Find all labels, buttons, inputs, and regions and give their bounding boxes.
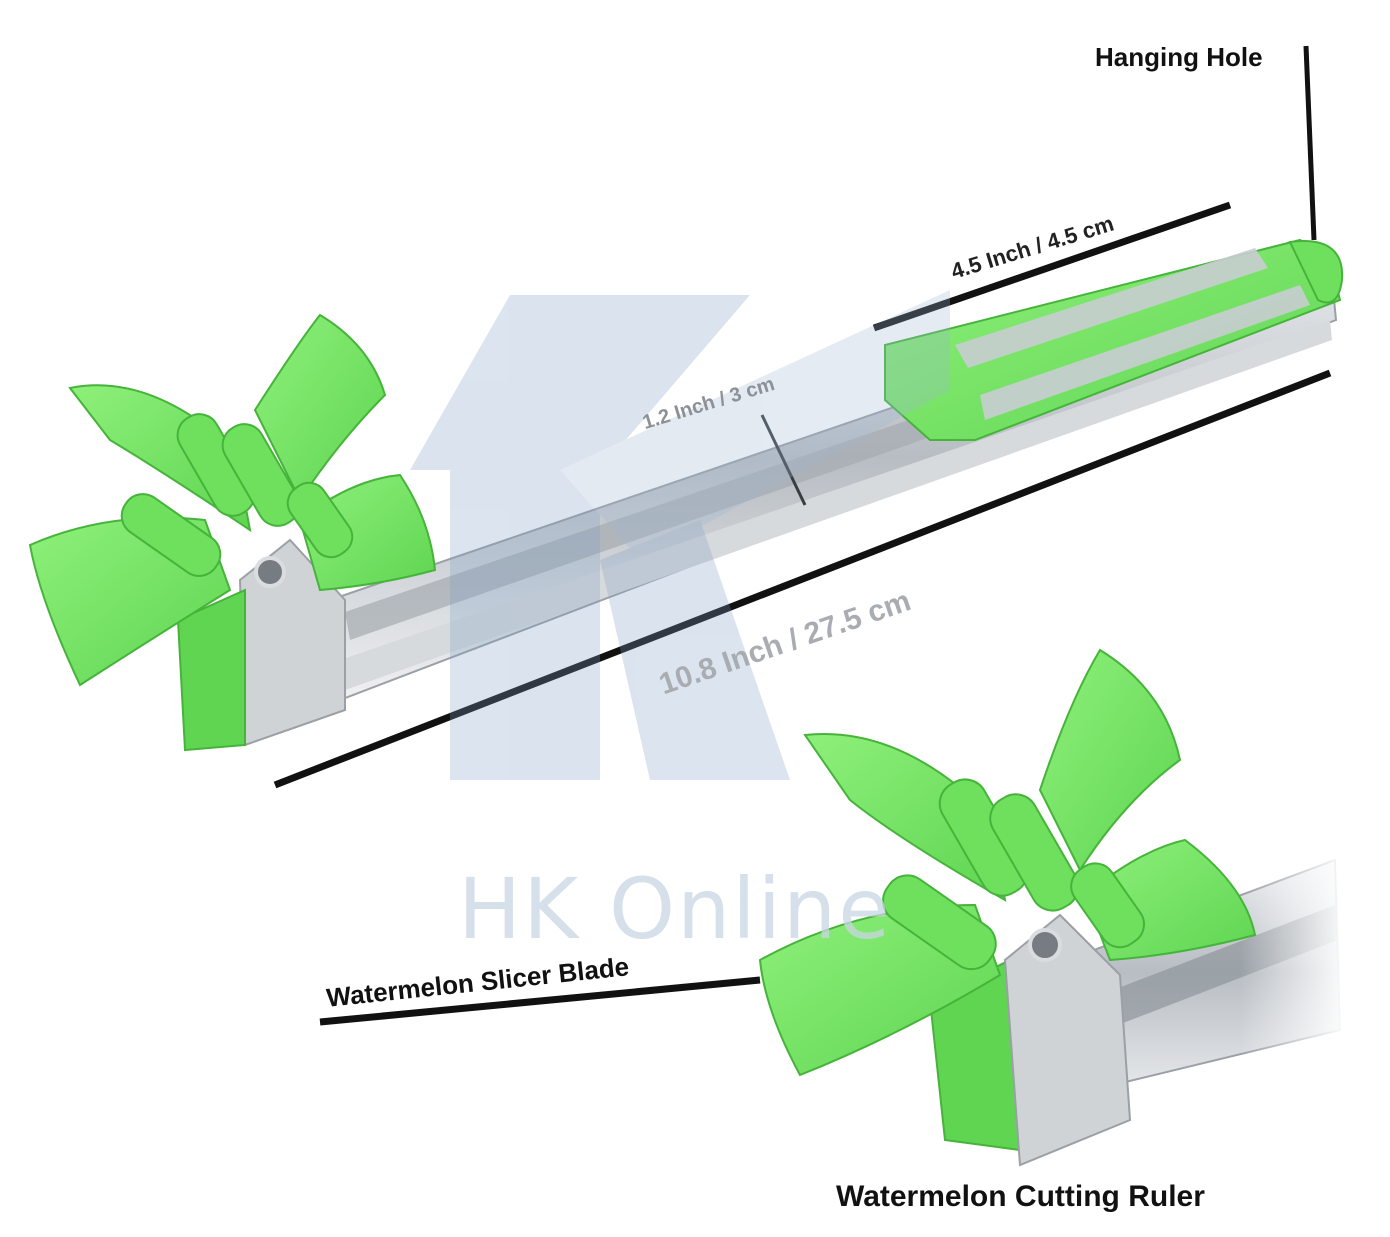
watermark-text: HK Online bbox=[458, 860, 892, 958]
lower-hinge-roll bbox=[882, 874, 997, 971]
hanging-hole-pointer bbox=[1303, 45, 1317, 241]
hinge-roll bbox=[286, 481, 354, 559]
steel-rail-bottom bbox=[340, 320, 1332, 690]
handle-steel-insert-bottom bbox=[980, 285, 1310, 420]
lower-slicer-blades bbox=[758, 648, 1257, 1077]
lower-hinge-roll bbox=[989, 793, 1080, 912]
rivet-icon bbox=[254, 556, 286, 588]
handle-steel-insert-top bbox=[955, 248, 1268, 368]
handle-length-line bbox=[872, 201, 1232, 332]
green-base bbox=[176, 588, 246, 752]
lower-blade-upper-right bbox=[1038, 648, 1182, 873]
lower-steel-bracket bbox=[1003, 913, 1132, 1167]
hinge-roll bbox=[221, 423, 301, 527]
dimension-lines bbox=[273, 45, 1332, 1026]
total-length-line bbox=[273, 369, 1332, 789]
hanging-hole-cap bbox=[1288, 240, 1344, 304]
hk-logo-icon bbox=[410, 290, 950, 780]
upper-ruler bbox=[28, 238, 1344, 752]
blade-upper-right bbox=[253, 313, 387, 502]
lower-rail-fade bbox=[1240, 840, 1350, 1060]
lower-hinge-roll bbox=[1070, 862, 1145, 949]
blade-hinges bbox=[120, 413, 354, 577]
lower-ruler bbox=[758, 648, 1350, 1167]
width-line bbox=[760, 414, 807, 506]
slicer-blade-pointer bbox=[319, 976, 761, 1026]
slicer-blades bbox=[28, 313, 437, 687]
hanging-hole-label: Hanging Hole bbox=[1095, 42, 1263, 72]
hinge-roll bbox=[120, 493, 222, 577]
lower-rivet-icon bbox=[1028, 928, 1062, 962]
cutting-ruler-label: Watermelon Cutting Ruler bbox=[836, 1180, 1205, 1213]
lower-blade-hinges bbox=[882, 778, 1145, 971]
